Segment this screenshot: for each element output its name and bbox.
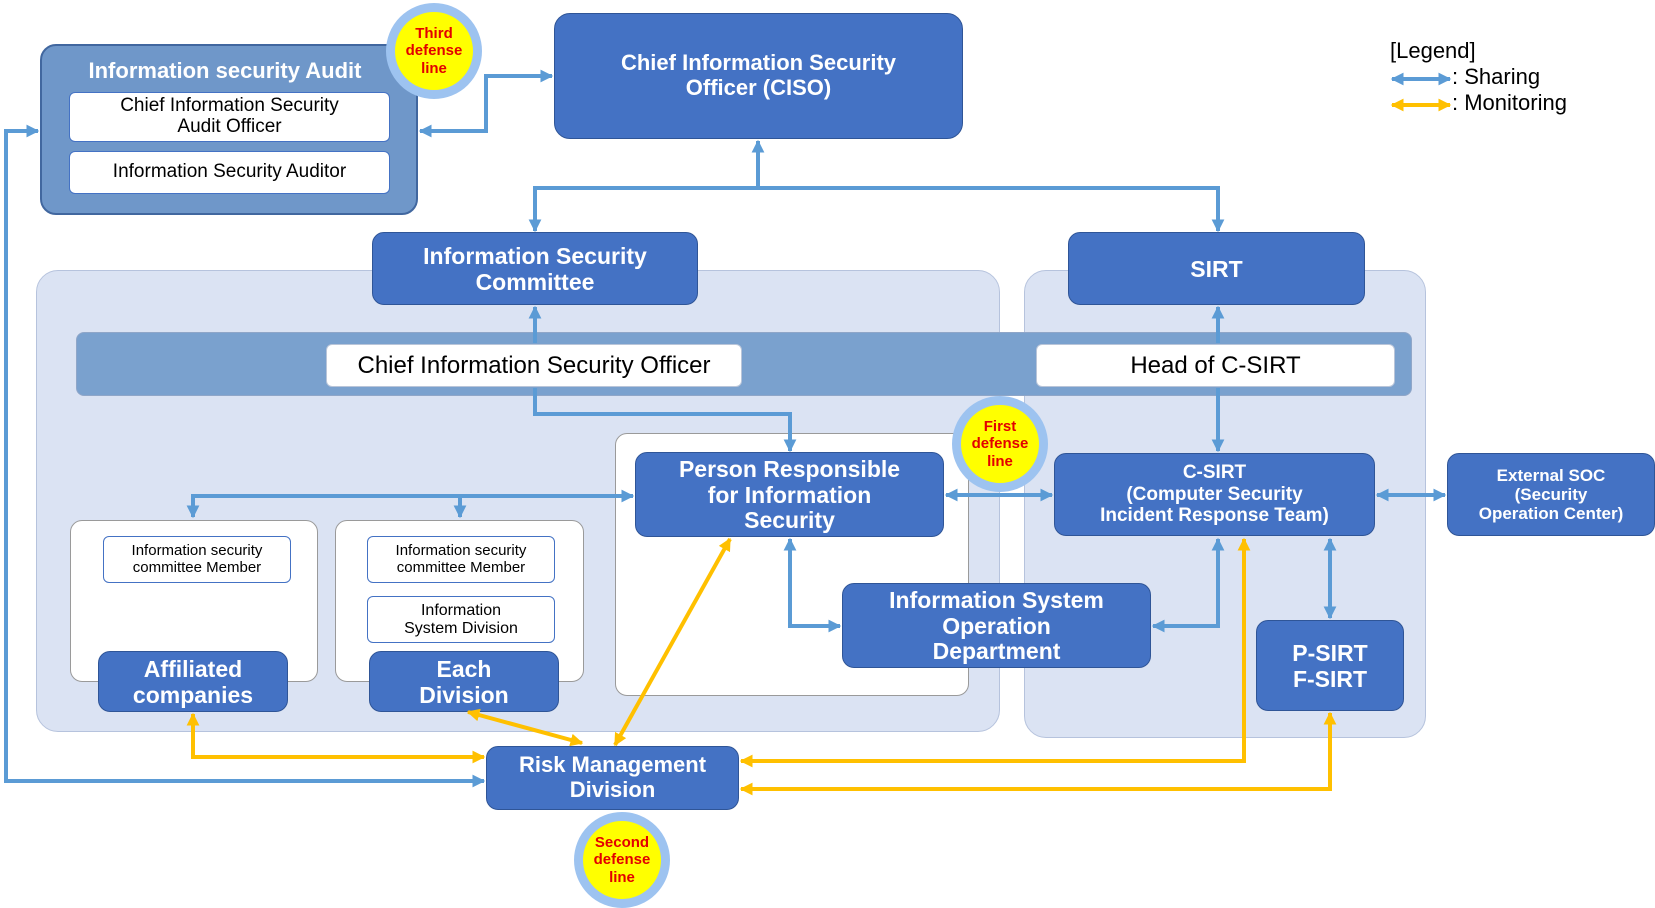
audit-title: Information security Audit (88, 58, 362, 83)
risk-management-division-node: Risk Management Division (486, 746, 739, 810)
second-defense-line-badge: Second defense line (574, 812, 670, 908)
psirt-fsirt-node: P-SIRT F-SIRT (1256, 620, 1404, 711)
head-of-csirt-label: Head of C-SIRT (1036, 344, 1395, 387)
legend-title: [Legend] (1390, 38, 1476, 63)
external-soc-node: External SOC (Security Operation Center) (1447, 453, 1655, 536)
legend-sharing-label: : Sharing (1452, 64, 1541, 89)
ciso-node: Chief Information Security Officer (CISO… (554, 13, 963, 139)
person-responsible-node: Person Responsible for Information Secur… (635, 452, 944, 537)
legend-monitoring-label: : Monitoring (1452, 90, 1567, 115)
third-defense-line-badge: Third defense line (386, 3, 482, 99)
csirt-node: C-SIRT (Computer Security Incident Respo… (1054, 453, 1375, 536)
sirt-node: SIRT (1068, 232, 1365, 305)
first-defense-line-badge: First defense line (952, 396, 1048, 492)
